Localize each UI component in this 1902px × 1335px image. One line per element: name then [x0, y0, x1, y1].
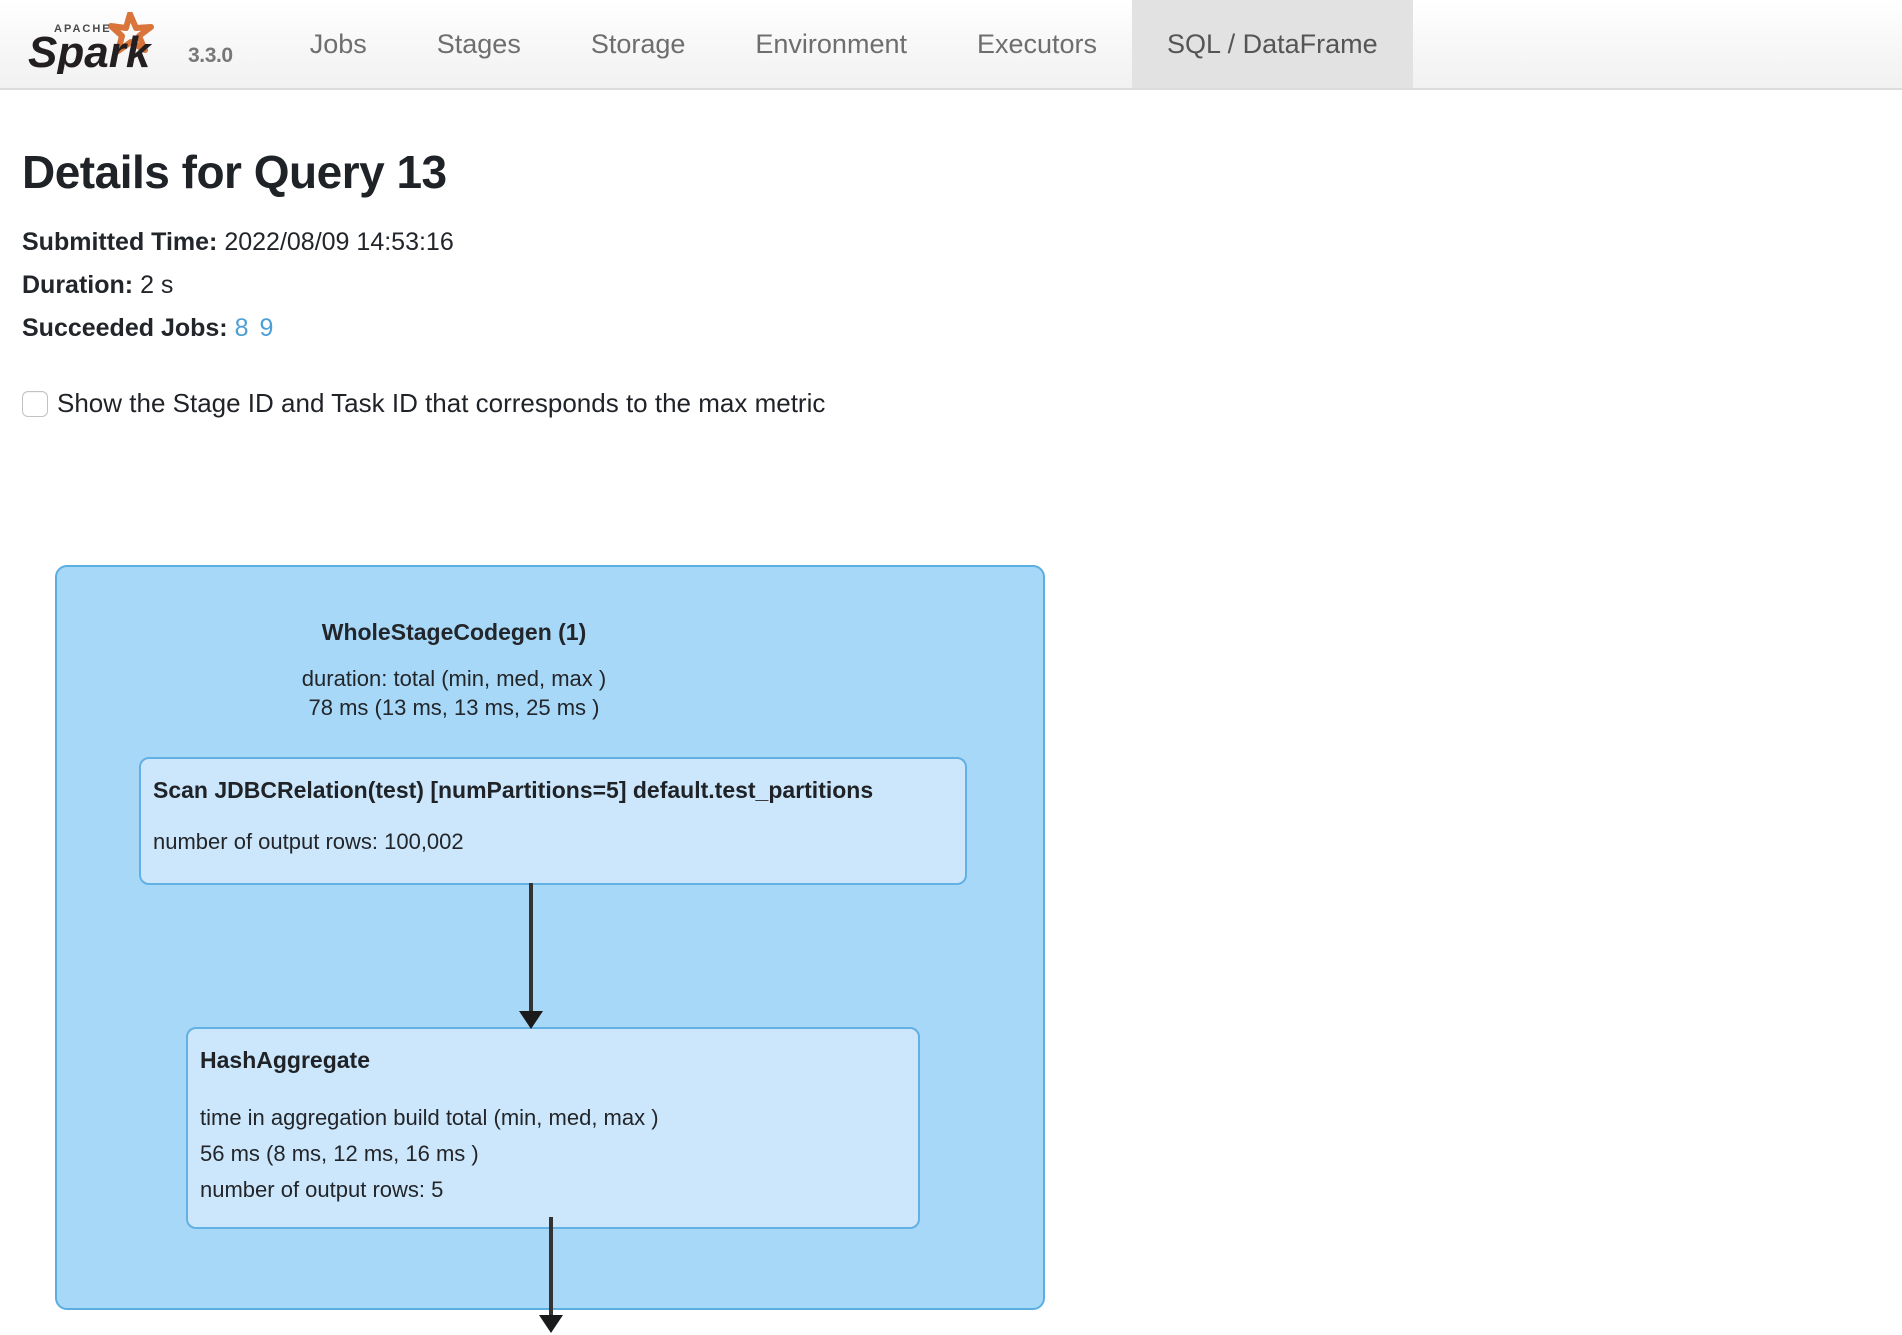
submitted-time-value: 2022/08/09 14:53:16	[224, 228, 454, 256]
page-title: Details for Query 13	[22, 146, 447, 198]
wholestagecodegen-metric-line-1: duration: total (min, med, max )	[301, 666, 607, 691]
wholestagecodegen-metrics: duration: total (min, med, max ) 78 ms (…	[57, 664, 1043, 722]
duration-label: Duration:	[22, 271, 134, 299]
spark-version: 3.3.0	[188, 44, 233, 67]
hashaggregate-metric-build-value: 56 ms (8 ms, 12 ms, 16 ms )	[200, 1141, 479, 1166]
succeeded-job-link-9[interactable]: 9	[259, 314, 274, 342]
submitted-time-label: Submitted Time:	[22, 228, 218, 256]
tab-environment[interactable]: Environment	[755, 28, 907, 59]
edge-hashaggregate-to-next	[539, 1217, 563, 1333]
duration-row: Duration: 2 s	[22, 264, 1902, 307]
scan-node-title: Scan JDBCRelation(test) [numPartitions=5…	[153, 777, 874, 803]
show-stage-task-id-label: Show the Stage ID and Task ID that corre…	[57, 388, 826, 418]
succeeded-job-link-8[interactable]: 8	[234, 314, 249, 342]
succeeded-jobs-row: Succeeded Jobs: 8 9	[22, 307, 1902, 350]
nav-tab-list: Jobs Stages Storage Environment Executor…	[275, 0, 1413, 88]
plan-node-hashaggregate[interactable]: HashAggregate time in aggregation build …	[186, 1027, 920, 1229]
wholestagecodegen-title: WholeStageCodegen (1)	[321, 619, 587, 645]
query-plan-dag: WholeStageCodegen (1) duration: total (m…	[0, 555, 1902, 1335]
tab-executors[interactable]: Executors	[976, 28, 1098, 59]
plan-node-scan-jdbcrelation[interactable]: Scan JDBCRelation(test) [numPartitions=5…	[139, 757, 967, 885]
hashaggregate-node-metrics: time in aggregation build total (min, me…	[188, 1074, 918, 1208]
edge-scan-to-hashaggregate	[519, 883, 543, 1029]
scan-node-metric-rows: number of output rows: 100,002	[153, 829, 464, 854]
tab-jobs[interactable]: Jobs	[309, 28, 367, 59]
svg-text:APACHE: APACHE	[54, 23, 112, 35]
tab-sql-dataframe[interactable]: SQL / DataFrame	[1132, 0, 1413, 88]
apache-spark-logo: APACHE Spark	[26, 12, 178, 74]
scan-node-metrics: number of output rows: 100,002	[141, 804, 965, 860]
wholestagecodegen-metric-line-2: 78 ms (13 ms, 13 ms, 25 ms )	[308, 695, 600, 720]
show-stage-task-id-checkbox[interactable]	[22, 390, 48, 417]
hashaggregate-metric-rows: number of output rows: 5	[200, 1177, 444, 1202]
navbar: APACHE Spark 3.3.0 Jobs Stages Storage E…	[0, 0, 1902, 90]
spark-brand-link[interactable]: APACHE Spark 3.3.0	[0, 0, 233, 88]
succeeded-jobs-label: Succeeded Jobs:	[22, 314, 228, 342]
svg-text:Spark: Spark	[28, 28, 153, 74]
submitted-time-row: Submitted Time: 2022/08/09 14:53:16	[22, 221, 1902, 264]
wholestagecodegen-cluster[interactable]: WholeStageCodegen (1) duration: total (m…	[55, 565, 1045, 1310]
show-stage-task-id-row[interactable]: Show the Stage ID and Task ID that corre…	[0, 350, 1902, 419]
tab-stages[interactable]: Stages	[436, 28, 521, 59]
tab-storage[interactable]: Storage	[590, 28, 686, 59]
hashaggregate-metric-build-label: time in aggregation build total (min, me…	[200, 1105, 659, 1130]
query-metadata: Submitted Time: 2022/08/09 14:53:16 Dura…	[0, 199, 1902, 350]
duration-value: 2 s	[140, 271, 174, 299]
page-content: Details for Query 13 Submitted Time: 202…	[0, 90, 1902, 419]
hashaggregate-node-title: HashAggregate	[200, 1047, 370, 1073]
